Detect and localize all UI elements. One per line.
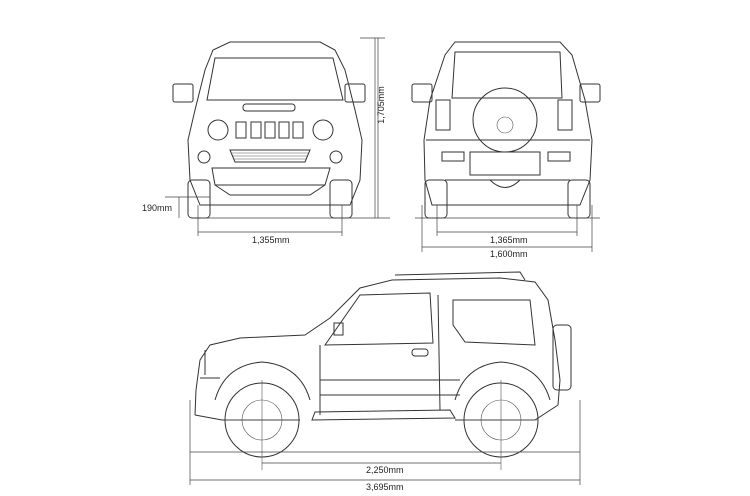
front-view [172,41,366,219]
length-label: 3,695mm [366,482,404,492]
ground-clearance-label: 190mm [142,203,173,213]
rear-track-label: 1,365mm [490,235,528,245]
width-label: 1,600mm [490,249,528,259]
dimension-lines [165,37,600,485]
front-track-label: 1,355mm [252,235,290,245]
wheelbase-label: 2,250mm [366,465,404,475]
height-label: 1,705mm [375,86,386,124]
side-view [194,271,572,470]
rear-view [411,41,601,219]
